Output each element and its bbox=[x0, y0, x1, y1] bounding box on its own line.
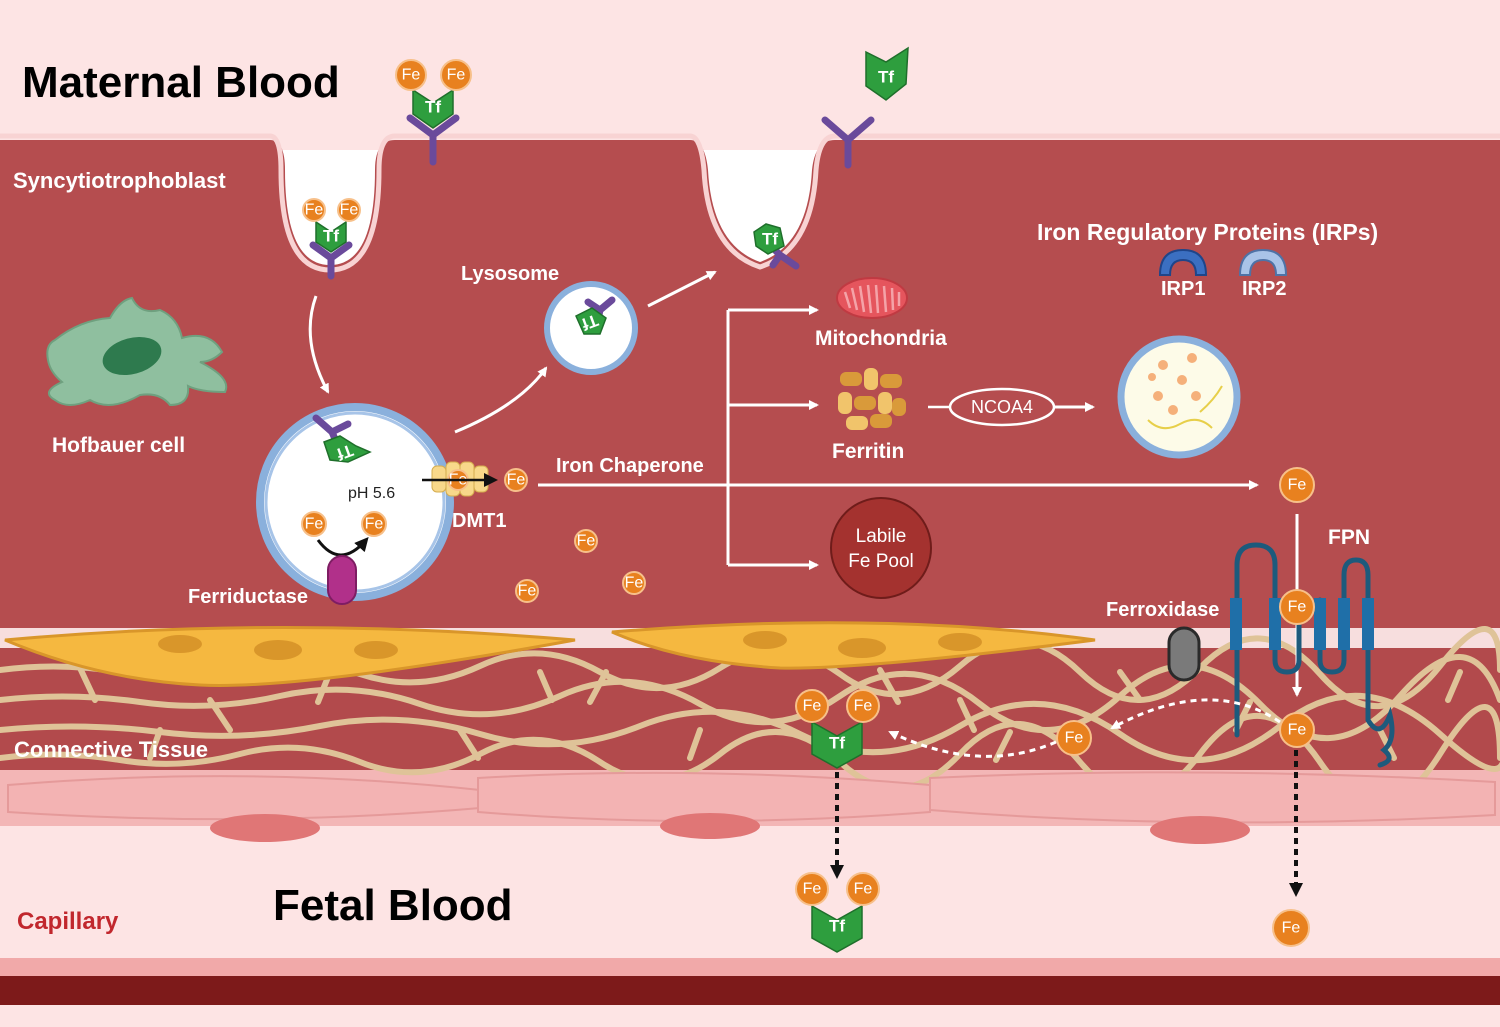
fe-label: Fe bbox=[305, 202, 324, 219]
holo-transferrin-bound-receptor: Tf Fe Fe bbox=[395, 59, 472, 166]
fe-label: Fe bbox=[365, 516, 384, 533]
autophagosome-icon bbox=[1117, 335, 1241, 459]
endothelial-cells bbox=[7, 771, 1496, 844]
connective-tissue-label: Connective Tissue bbox=[14, 737, 208, 762]
tf-label: Tf bbox=[334, 440, 356, 463]
tf-label: Tf bbox=[579, 310, 601, 333]
syncytiotrophoblast-label: Syncytiotrophoblast bbox=[13, 168, 226, 193]
dmt1-label: DMT1 bbox=[452, 510, 506, 532]
tf-label: Tf bbox=[829, 917, 845, 936]
fe-label: Fe bbox=[1282, 920, 1301, 937]
ferroportin-transmembrane bbox=[1230, 598, 1374, 650]
recycling-arrow bbox=[647, 270, 717, 308]
fe-label: Fe bbox=[340, 202, 359, 219]
fe-label: Fe bbox=[854, 881, 873, 898]
fe-label: Fe bbox=[1065, 730, 1084, 747]
hofbauer-cell-label: Hofbauer cell bbox=[52, 434, 185, 457]
tf-label: Tf bbox=[425, 98, 441, 117]
tf-label: Tf bbox=[829, 734, 845, 753]
maternal-blood-band bbox=[0, 0, 1500, 150]
to-lysosome-arrow bbox=[454, 366, 548, 434]
fibroblast-cells bbox=[4, 621, 1096, 687]
ferritin-label: Ferritin bbox=[832, 440, 904, 463]
fe-label: Fe bbox=[305, 516, 324, 533]
endosome-ph-label: pH 5.6 bbox=[348, 485, 395, 502]
fetal-blood-label: Fetal Blood bbox=[273, 881, 513, 930]
fe-label: Fe bbox=[1288, 722, 1307, 739]
holo-transferrin-connective: Tf Fe Fe bbox=[795, 689, 880, 769]
irps-title: Iron Regulatory Proteins (IRPs) bbox=[1037, 219, 1378, 245]
fe-label: Fe bbox=[1288, 477, 1307, 494]
ferroxidase-label: Ferroxidase bbox=[1106, 599, 1219, 621]
irp2-icon bbox=[1238, 248, 1288, 276]
holo-transferrin-fetal: Tf Fe Fe bbox=[795, 872, 880, 953]
ferritin-icon bbox=[838, 368, 906, 430]
endocytosis-arrow bbox=[308, 295, 330, 394]
maternal-blood-label: Maternal Blood bbox=[22, 58, 340, 107]
mitochondria-label: Mitochondria bbox=[815, 327, 947, 350]
lysosome: Tf bbox=[544, 281, 638, 375]
fe-label: Fe bbox=[507, 472, 526, 489]
ferroxidase-path bbox=[1110, 698, 1281, 730]
hofbauer-cell-icon bbox=[46, 296, 228, 407]
iron-chaperone-label: Iron Chaperone bbox=[556, 455, 704, 477]
apical-membrane bbox=[0, 133, 1500, 273]
fe-to-tf-path bbox=[888, 730, 1057, 758]
cytosolic-iron-ions: Fe Fe Fe Fe bbox=[504, 468, 646, 603]
fe-label: Fe bbox=[625, 575, 644, 592]
labile-iron-pool: Labile Fe Pool bbox=[830, 497, 932, 599]
capillary-lumen bbox=[0, 826, 1500, 976]
tf-label: Tf bbox=[878, 68, 894, 87]
transferrin-receptor-icon bbox=[821, 116, 875, 169]
ferriductase-icon bbox=[327, 555, 357, 605]
capillary-wall bbox=[0, 958, 1500, 976]
ncoa4-label: NCOA4 bbox=[971, 397, 1033, 417]
capillary-dark-band bbox=[0, 976, 1500, 1005]
labile-pool-line1: Labile bbox=[856, 526, 907, 547]
ferroxidase-icon bbox=[1167, 626, 1201, 682]
fe-label: Fe bbox=[803, 698, 822, 715]
apo-transferrin: Tf bbox=[865, 46, 909, 101]
fe-label: Fe bbox=[447, 67, 466, 84]
tf-label: Tf bbox=[762, 230, 778, 249]
irp1-label: IRP1 bbox=[1161, 278, 1205, 300]
iron-ion-icon bbox=[1272, 909, 1310, 947]
capillary-label: Capillary bbox=[17, 908, 119, 935]
irp1-icon bbox=[1158, 248, 1208, 276]
dmt1-icon: Fe bbox=[422, 461, 498, 497]
endocytic-pit-complex: Tf Fe Fe bbox=[302, 198, 361, 280]
fe-label: Fe bbox=[577, 533, 596, 550]
fe-label: Fe bbox=[518, 583, 537, 600]
tf-label: Tf bbox=[323, 227, 339, 246]
irp2-label: IRP2 bbox=[1242, 278, 1286, 300]
bottom-strip bbox=[0, 1005, 1500, 1027]
mitochondria-icon bbox=[836, 277, 908, 319]
fe-label: Fe bbox=[402, 67, 421, 84]
ferriductase-label: Ferriductase bbox=[188, 586, 308, 608]
fpn-label: FPN bbox=[1328, 526, 1370, 549]
labile-pool-line2: Fe Pool bbox=[848, 551, 913, 572]
lysosome-label: Lysosome bbox=[461, 263, 559, 285]
fe-label: Fe bbox=[803, 881, 822, 898]
recycled-apo-transferrin: Tf bbox=[753, 223, 800, 270]
fe-label: Fe bbox=[1288, 599, 1307, 616]
fe-label: Fe bbox=[854, 698, 873, 715]
